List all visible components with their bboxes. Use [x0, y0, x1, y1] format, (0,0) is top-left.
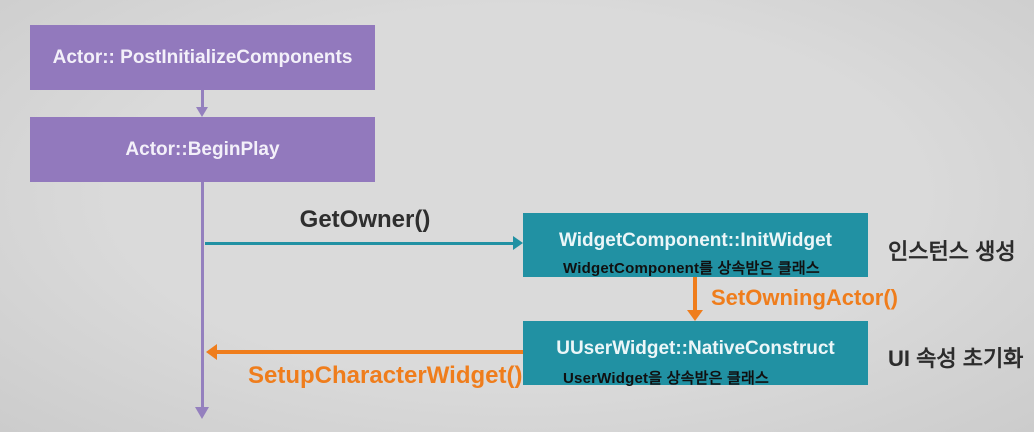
edge-label-set-owning-actor: SetOwningActor()	[711, 285, 898, 310]
lifeline-begin-play-down	[201, 182, 204, 408]
subnote-widget-component-subclass: WidgetComponent를 상속받은 클래스	[563, 260, 820, 277]
node-init-widget: WidgetComponent::InitWidget	[523, 213, 868, 277]
node-post-initialize-components: Actor:: PostInitializeComponents	[30, 25, 375, 90]
arrow-setup-character-widget	[216, 350, 523, 354]
sidenote-instance-creation: 인스턴스 생성	[888, 239, 1016, 264]
node-init-widget-label: WidgetComponent::InitWidget	[559, 230, 832, 251]
node-native-construct: UUserWidget::NativeConstruct	[523, 321, 868, 385]
arrow-set-owning-actor	[693, 277, 697, 311]
node-begin-play: Actor::BeginPlay	[30, 117, 375, 182]
node-native-construct-label: UUserWidget::NativeConstruct	[556, 338, 835, 359]
node-begin-play-label: Actor::BeginPlay	[125, 138, 280, 160]
arrow-get-owner	[205, 242, 514, 245]
edge-label-get-owner: GetOwner()	[299, 206, 431, 233]
edge-label-setup-character-widget: SetupCharacterWidget()	[248, 362, 523, 389]
lifeline-arrowhead-icon	[195, 407, 209, 419]
sidenote-ui-property-init: UI 속성 초기화	[888, 346, 1024, 371]
arrow-get-owner-arrowhead-icon	[513, 236, 523, 250]
subnote-user-widget-subclass: UserWidget을 상속받은 클래스	[563, 370, 769, 387]
node-post-initialize-components-label: Actor:: PostInitializeComponents	[52, 46, 353, 68]
arrow-post-init-to-begin-play	[201, 90, 204, 108]
arrow-set-owning-actor-arrowhead-icon	[687, 310, 703, 321]
arrow-setup-character-widget-arrowhead-icon	[206, 344, 217, 360]
arrow-post-init-to-begin-play-arrowhead-icon	[196, 107, 208, 117]
